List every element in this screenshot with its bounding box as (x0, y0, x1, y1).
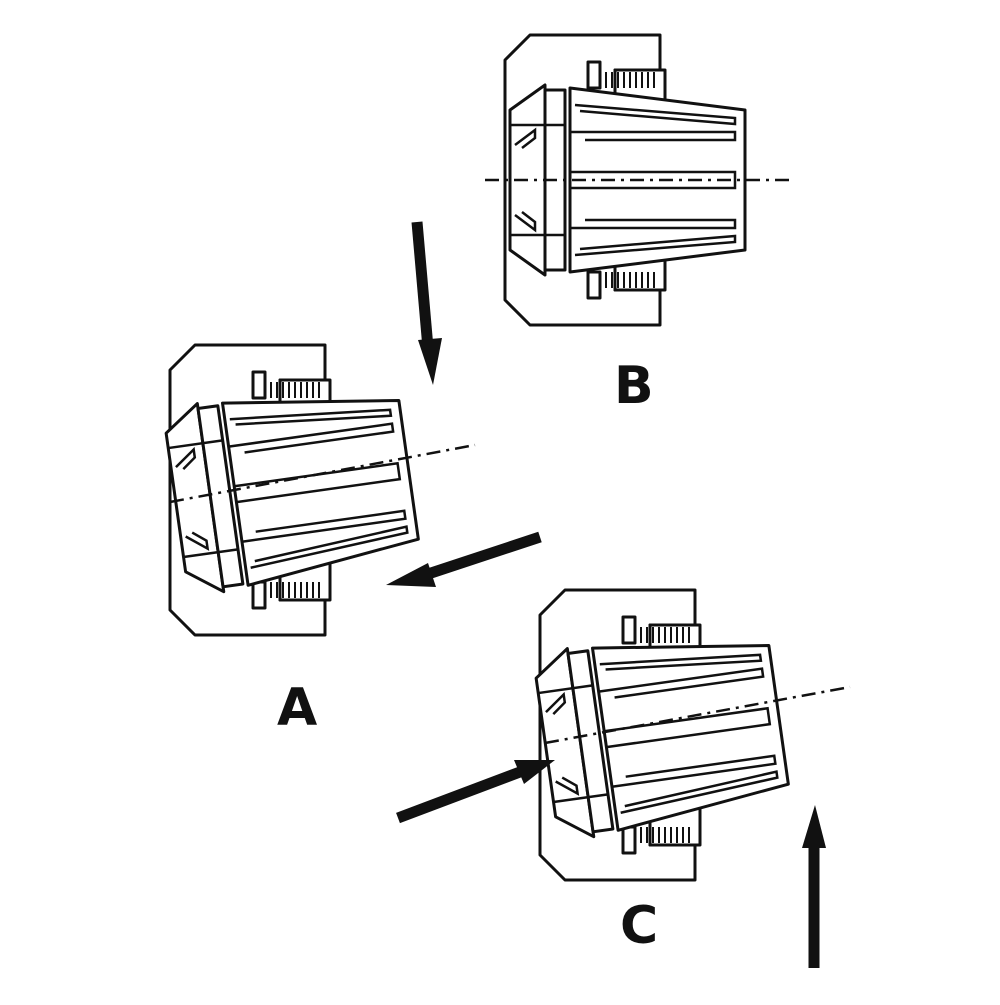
axis-line-c (544, 685, 851, 745)
label-a: A (277, 678, 318, 738)
arrow-down-to-a (411, 221, 442, 385)
figure-b (485, 33, 795, 327)
figure-a (161, 343, 476, 637)
figure-c (531, 588, 851, 882)
arrow-left-to-a (386, 531, 542, 587)
label-c: C (620, 896, 659, 956)
arrow-right-to-c (396, 760, 555, 824)
arrow-up-to-c (802, 805, 826, 968)
label-b: B (614, 356, 654, 416)
axis-line-a (169, 443, 476, 504)
